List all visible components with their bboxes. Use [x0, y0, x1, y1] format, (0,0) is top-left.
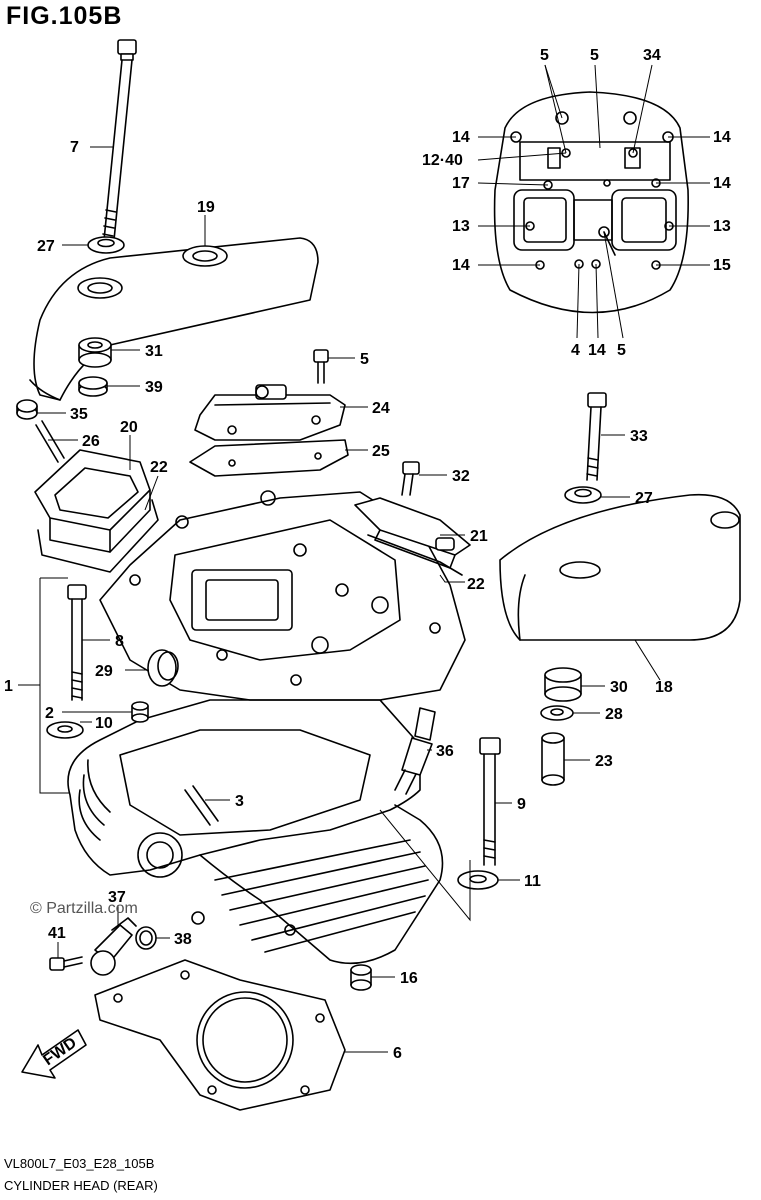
side-cover-18 [499, 493, 741, 641]
callout-26: 26 [82, 433, 100, 450]
callout-14: 14 [452, 257, 470, 274]
plug-29 [147, 649, 179, 687]
callout-36: 36 [436, 743, 454, 760]
inset-leaders [477, 64, 710, 339]
gasket-22-right [367, 534, 463, 576]
callout-17: 17 [452, 175, 470, 192]
callout-9: 9 [517, 796, 526, 813]
callout-10: 10 [95, 715, 113, 732]
fwd-arrow-icon [21, 1029, 87, 1079]
callout-18: 18 [655, 679, 673, 696]
bracket-1 [18, 577, 70, 794]
callout-34: 34 [643, 47, 661, 64]
rear-cover-19 [29, 237, 319, 401]
callout-13: 13 [452, 218, 470, 235]
callout-24: 24 [372, 400, 390, 417]
callout-35: 35 [70, 406, 88, 423]
washer-27-left [87, 236, 125, 254]
callout-22: 22 [150, 459, 168, 476]
dowel-2 [131, 701, 149, 723]
callout-2: 2 [45, 705, 54, 722]
callout-22: 22 [467, 576, 485, 593]
callout-38: 38 [174, 931, 192, 948]
callout-labels: 5 5 34 14 14 12·40 17 14 13 13 14 15 4 1… [4, 47, 731, 1062]
valve-cover-20 [34, 449, 151, 553]
footer-code: VL800L7_E03_E28_105B [4, 1156, 155, 1171]
callout-20: 20 [120, 419, 138, 436]
collar-23 [541, 732, 565, 786]
bolt-7 [102, 39, 137, 241]
callout-37: 37 [108, 889, 126, 906]
washer-27-right [564, 486, 602, 504]
callout-5: 5 [617, 342, 626, 359]
callout-12-40: 12·40 [422, 152, 463, 169]
cover-21 [354, 497, 471, 569]
breather-cover-24 [194, 384, 346, 441]
callout-16: 16 [400, 970, 418, 987]
gasket-25 [189, 439, 349, 477]
washer-11 [457, 870, 499, 890]
grommet-31 [78, 337, 112, 368]
callout-5: 5 [540, 47, 549, 64]
callout-14: 14 [588, 342, 606, 359]
callout-19: 19 [197, 199, 215, 216]
callout-4: 4 [571, 342, 580, 359]
callout-30: 30 [610, 679, 628, 696]
figure-title: FIG.105B [6, 2, 123, 30]
dowel-16 [350, 964, 372, 991]
callout-41: 41 [48, 925, 66, 942]
callout-11: 11 [524, 873, 541, 890]
callout-32: 32 [452, 468, 470, 485]
bolt-32 [401, 461, 420, 496]
callout-8: 8 [115, 633, 124, 650]
head-top-view-inset [493, 91, 689, 314]
callout-29: 29 [95, 663, 113, 680]
footer-title: CYLINDER HEAD (REAR) [4, 1178, 158, 1193]
cylinder-head-1 [67, 490, 466, 965]
bolt-8 [67, 584, 87, 701]
callout-39: 39 [145, 379, 163, 396]
callout-1: 1 [4, 678, 13, 695]
callout-33: 33 [630, 428, 648, 445]
callout-27: 27 [37, 238, 55, 255]
washer-28 [540, 705, 574, 721]
o-ring-38 [135, 926, 157, 950]
callout-5: 5 [590, 47, 599, 64]
callout-14: 14 [713, 129, 731, 146]
callout-23: 23 [595, 753, 613, 770]
cap-35-bolt-26 [16, 399, 65, 463]
callout-7: 7 [70, 139, 79, 156]
bolt-9 [479, 737, 501, 866]
callout-5: 5 [360, 351, 369, 368]
washer-10 [46, 721, 84, 739]
callout-25: 25 [372, 443, 390, 460]
gasket-22-left [37, 499, 159, 573]
spark-plug-36 [394, 707, 436, 795]
bolt-5-cover [313, 349, 329, 384]
callout-3: 3 [235, 793, 244, 810]
bolt-33 [586, 392, 607, 481]
callout-6: 6 [393, 1045, 402, 1062]
watermark: © Partzilla.com [30, 900, 138, 917]
callout-21: 21 [470, 528, 488, 545]
callout-14: 14 [713, 175, 731, 192]
stud-3 [184, 785, 219, 826]
grommet-30 [544, 667, 582, 702]
head-gasket-6 [94, 959, 346, 1111]
collar-39 [78, 376, 108, 397]
callout-28: 28 [605, 706, 623, 723]
callout-27: 27 [635, 490, 653, 507]
callout-13: 13 [713, 218, 731, 235]
callout-15: 15 [713, 257, 731, 274]
sensor-37 [90, 917, 137, 976]
bolt-41 [49, 956, 83, 971]
callout-14: 14 [452, 129, 470, 146]
callout-31: 31 [145, 343, 163, 360]
